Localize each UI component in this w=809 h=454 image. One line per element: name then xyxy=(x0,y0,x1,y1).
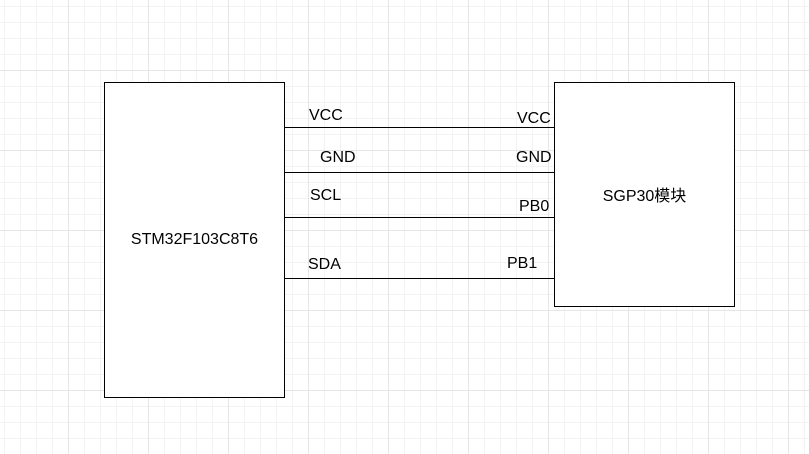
mcu-pin-label-sda: SDA xyxy=(308,256,341,273)
sgp30-module-block[interactable]: SGP30模块 xyxy=(554,82,735,307)
module-pin-label-pb1: PB1 xyxy=(507,255,538,272)
module-pin-label-vcc: VCC xyxy=(517,110,551,127)
module-pin-label-gnd: GND xyxy=(516,149,552,166)
mcu-pin-label-vcc: VCC xyxy=(309,107,343,124)
wire-sda[interactable] xyxy=(285,278,554,279)
mcu-label: STM32F103C8T6 xyxy=(130,231,259,248)
mcu-block[interactable]: STM32F103C8T6 xyxy=(104,82,285,398)
wire-gnd[interactable] xyxy=(285,172,554,173)
module-pin-label-pb0: PB0 xyxy=(519,198,550,215)
mcu-pin-label-scl: SCL xyxy=(310,187,342,204)
wire-scl[interactable] xyxy=(285,217,554,218)
module-label: SGP30模块 xyxy=(602,187,687,205)
wire-vcc[interactable] xyxy=(285,127,554,128)
mcu-pin-label-gnd: GND xyxy=(320,149,356,166)
